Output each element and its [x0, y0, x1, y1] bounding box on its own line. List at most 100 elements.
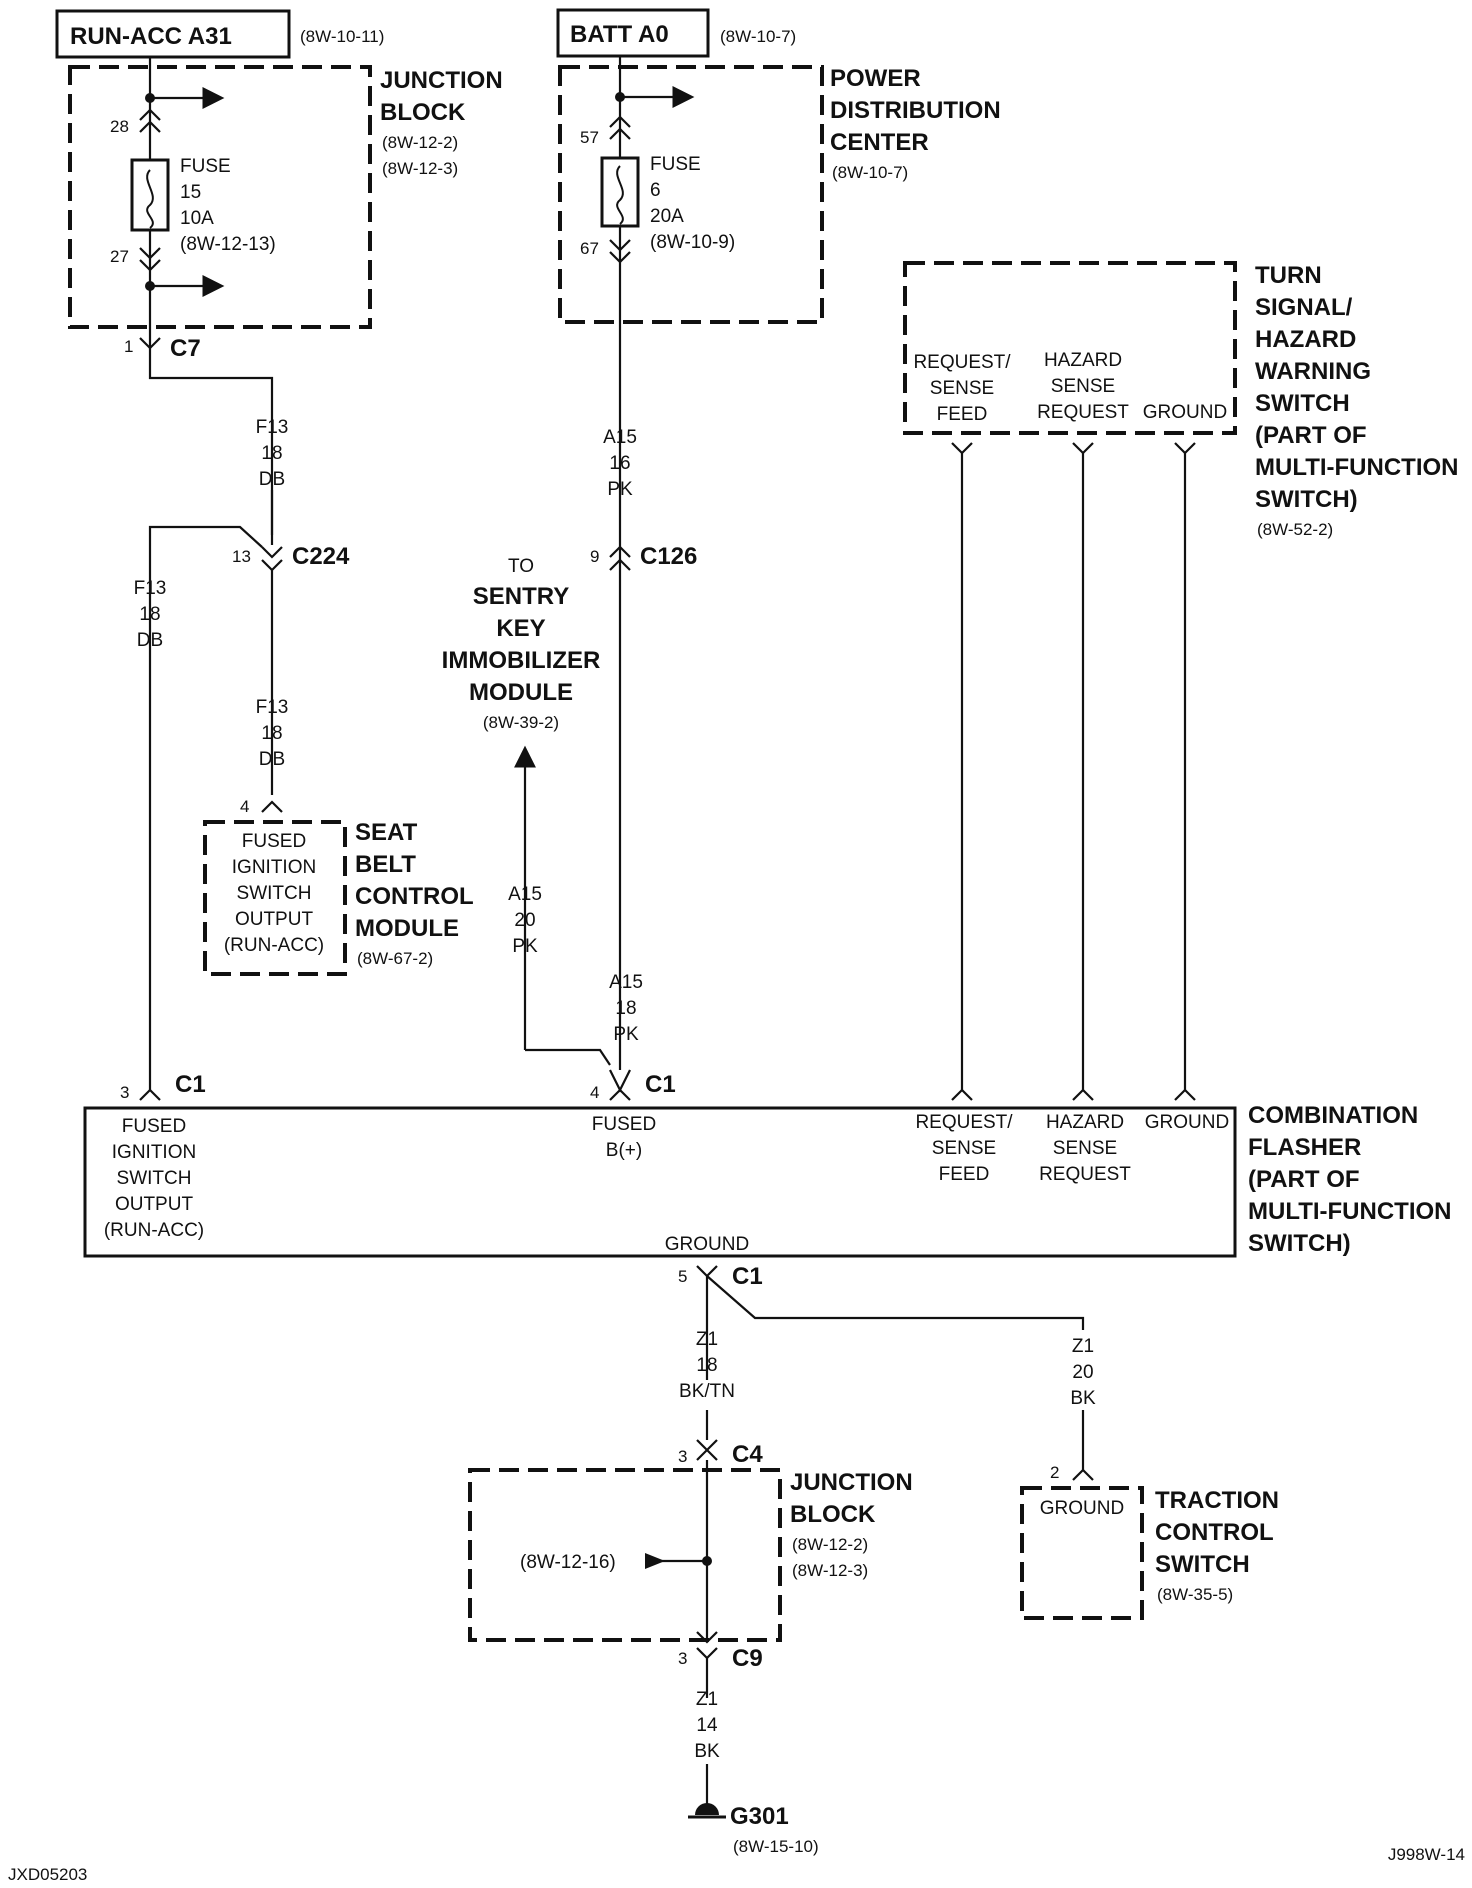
- wire-a15-bottom: A15 18 PK: [609, 972, 643, 1045]
- wire-f13-top: F13 18 DB: [256, 417, 289, 490]
- jb-top-title-2: BLOCK: [380, 99, 466, 126]
- svg-text:GROUND: GROUND: [1143, 402, 1227, 423]
- sentry-key-immobilizer: TO SENTRY KEY IMMOBILIZER MODULE (8W-39-…: [442, 556, 611, 1066]
- svg-text:FEED: FEED: [937, 404, 988, 425]
- svg-text:MULTI-FUNCTION: MULTI-FUNCTION: [1255, 454, 1459, 481]
- svg-text:REQUEST/: REQUEST/: [913, 352, 1011, 373]
- svg-text:REQUEST/: REQUEST/: [915, 1112, 1013, 1133]
- svg-text:JUNCTION: JUNCTION: [790, 1469, 913, 1496]
- svg-text:(8W-39-2): (8W-39-2): [483, 713, 559, 732]
- svg-text:OUTPUT: OUTPUT: [115, 1194, 194, 1215]
- fuse15-l4: (8W-12-13): [180, 234, 276, 255]
- svg-text:HAZARD: HAZARD: [1044, 350, 1122, 371]
- junction-block-bottom: 3 C4 (8W-12-16) JUNCTION BLOCK (8W-12-2)…: [468, 1410, 913, 1698]
- svg-text:(PART OF: (PART OF: [1255, 422, 1367, 449]
- svg-text:SWITCH): SWITCH): [1248, 1230, 1351, 1257]
- svg-text:COMBINATION: COMBINATION: [1248, 1102, 1418, 1129]
- c126-label: C126: [640, 543, 697, 570]
- svg-text:GROUND: GROUND: [665, 1234, 749, 1255]
- svg-text:BK/TN: BK/TN: [679, 1381, 735, 1402]
- svg-text:PK: PK: [512, 936, 538, 957]
- fuse15-l1: FUSE: [180, 156, 231, 177]
- traction-control-switch: 2 GROUND TRACTION CONTROL SWITCH (8W-35-…: [1020, 1410, 1279, 1620]
- jb-top-pin-out: 27: [110, 247, 129, 266]
- fuse6-l2: 6: [650, 180, 661, 201]
- wire-f13-left: F13 18 DB: [134, 578, 167, 651]
- svg-text:PK: PK: [607, 479, 633, 500]
- svg-text:14: 14: [696, 1715, 718, 1736]
- ground-g301: G301 (8W-15-10): [688, 1803, 819, 1856]
- svg-text:Z1: Z1: [696, 1689, 718, 1710]
- c1b-pin: 4: [590, 1083, 599, 1102]
- fuse15-l2: 15: [180, 182, 201, 203]
- svg-text:FEED: FEED: [939, 1164, 990, 1185]
- svg-text:MULTI-FUNCTION: MULTI-FUNCTION: [1248, 1198, 1452, 1225]
- svg-text:DB: DB: [137, 630, 163, 651]
- fuse6-l1: FUSE: [650, 154, 701, 175]
- svg-text:20: 20: [1072, 1362, 1093, 1383]
- svg-text:A15: A15: [508, 884, 542, 905]
- batt-source: BATT A0 (8W-10-7): [556, 8, 796, 58]
- svg-text:(8W-35-5): (8W-35-5): [1157, 1585, 1233, 1604]
- wire-z1-ground: Z1 14 BK: [694, 1689, 720, 1810]
- svg-text:SENSE: SENSE: [932, 1138, 996, 1159]
- svg-text:REQUEST: REQUEST: [1037, 402, 1129, 423]
- svg-text:TURN: TURN: [1255, 262, 1322, 289]
- junction-block-top: JUNCTION BLOCK (8W-12-2) (8W-12-3) 28 27…: [68, 57, 503, 330]
- svg-text:FUSED: FUSED: [122, 1116, 186, 1137]
- c126-pin: 9: [590, 547, 599, 566]
- svg-text:IMMOBILIZER: IMMOBILIZER: [442, 647, 601, 674]
- svg-text:SWITCH: SWITCH: [237, 883, 312, 904]
- svg-text:GROUND: GROUND: [1040, 1498, 1124, 1519]
- c224-pin: 13: [232, 547, 251, 566]
- fuse6-l4: (8W-10-9): [650, 232, 735, 253]
- svg-text:16: 16: [609, 453, 630, 474]
- svg-text:CONTROL: CONTROL: [1155, 1519, 1274, 1546]
- svg-text:FUSED: FUSED: [242, 831, 306, 852]
- wire-a15-sentry: A15 20 PK: [508, 884, 542, 957]
- wire-a15-top: A15 16 PK: [603, 427, 637, 500]
- svg-text:18: 18: [139, 604, 160, 625]
- svg-text:SWITCH: SWITCH: [1255, 390, 1350, 417]
- seatbelt-title-2: BELT: [355, 851, 416, 878]
- svg-text:(RUN-ACC): (RUN-ACC): [224, 935, 324, 956]
- pdc-title-2: DISTRIBUTION: [830, 97, 1001, 124]
- svg-text:BK: BK: [694, 1741, 720, 1762]
- power-distribution-center: POWER DISTRIBUTION CENTER (8W-10-7) 57 6…: [558, 56, 1001, 1070]
- svg-text:B(+): B(+): [606, 1140, 642, 1161]
- fuse6-l3: 20A: [650, 206, 684, 227]
- connector-c126: 9 C126: [590, 543, 697, 571]
- svg-text:MODULE: MODULE: [469, 679, 573, 706]
- svg-text:18: 18: [261, 723, 282, 744]
- seatbelt-pin: 4: [240, 797, 249, 816]
- svg-text:SWITCH: SWITCH: [117, 1168, 192, 1189]
- jb-top-title-1: JUNCTION: [380, 67, 503, 94]
- seatbelt-ref: (8W-67-2): [357, 949, 433, 968]
- svg-text:FLASHER: FLASHER: [1248, 1134, 1361, 1161]
- svg-text:WARNING: WARNING: [1255, 358, 1371, 385]
- seatbelt-title-1: SEAT: [355, 819, 418, 846]
- fuse15-l3: 10A: [180, 208, 214, 229]
- svg-text:HAZARD: HAZARD: [1046, 1112, 1124, 1133]
- svg-text:FUSED: FUSED: [592, 1114, 656, 1135]
- connector-c7: 1 C7: [124, 330, 274, 535]
- svg-text:F13: F13: [256, 697, 289, 718]
- svg-text:TO: TO: [508, 556, 534, 577]
- svg-text:18: 18: [696, 1355, 717, 1376]
- pdc-pin-in: 57: [580, 128, 599, 147]
- c1c-label: C1: [732, 1263, 763, 1290]
- c1c-pin: 5: [678, 1267, 687, 1286]
- jb-top-ref-2: (8W-12-3): [382, 159, 458, 178]
- connector-c1-ground: 5 C1: [678, 1263, 1085, 1380]
- svg-text:Z1: Z1: [696, 1329, 718, 1350]
- svg-text:Z1: Z1: [1072, 1336, 1094, 1357]
- svg-text:SIGNAL/: SIGNAL/: [1255, 294, 1353, 321]
- svg-text:F13: F13: [134, 578, 167, 599]
- footer-right: J998W-14: [1388, 1845, 1465, 1864]
- wire-z1-main: Z1 18 BK/TN: [679, 1329, 735, 1402]
- c9-label: C9: [732, 1645, 763, 1672]
- c7-label: C7: [170, 335, 201, 362]
- svg-text:IGNITION: IGNITION: [232, 857, 316, 878]
- splice-ref: (8W-12-16): [520, 1552, 616, 1573]
